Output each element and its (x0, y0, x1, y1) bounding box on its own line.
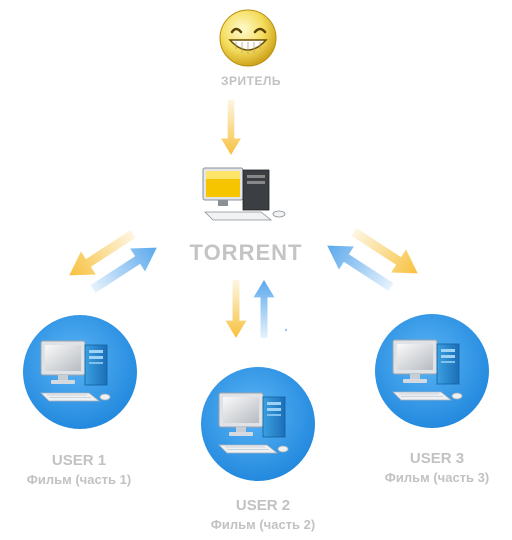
user1-name: USER 1 (51, 452, 107, 469)
user3-label: USER 3 Фильм (часть 3) (362, 450, 512, 485)
user1-node (23, 315, 137, 429)
user1-label: USER 1 Фильм (часть 1) (14, 452, 144, 487)
torrent-to-user1-arrow (61, 222, 141, 287)
viewer-to-torrent-arrow (221, 100, 241, 155)
torrent-to-user2-arrow (225, 280, 247, 338)
torrent-to-user3-arrow (346, 220, 426, 285)
user2-name: USER 2 (235, 497, 291, 514)
user2-to-torrent-arrow (253, 280, 275, 338)
user3-part: Фильм (часть 3) (384, 470, 490, 485)
user2-part: Фильм (часть 2) (210, 517, 316, 532)
user3-to-torrent-arrow (319, 234, 399, 299)
user2-node (201, 367, 315, 481)
user1-to-torrent-arrow (85, 236, 165, 301)
viewer-label: ЗРИТЕЛЬ (220, 74, 282, 88)
user2-label: USER 2 Фильм (часть 2) (188, 497, 338, 532)
viewer-smiley-icon (219, 9, 277, 67)
user3-node (375, 314, 489, 428)
user1-part: Фильм (часть 1) (26, 472, 132, 487)
torrent-computer-icon (202, 167, 286, 221)
user3-name: USER 3 (409, 450, 465, 467)
torrent-label: TORRENT (189, 240, 303, 265)
